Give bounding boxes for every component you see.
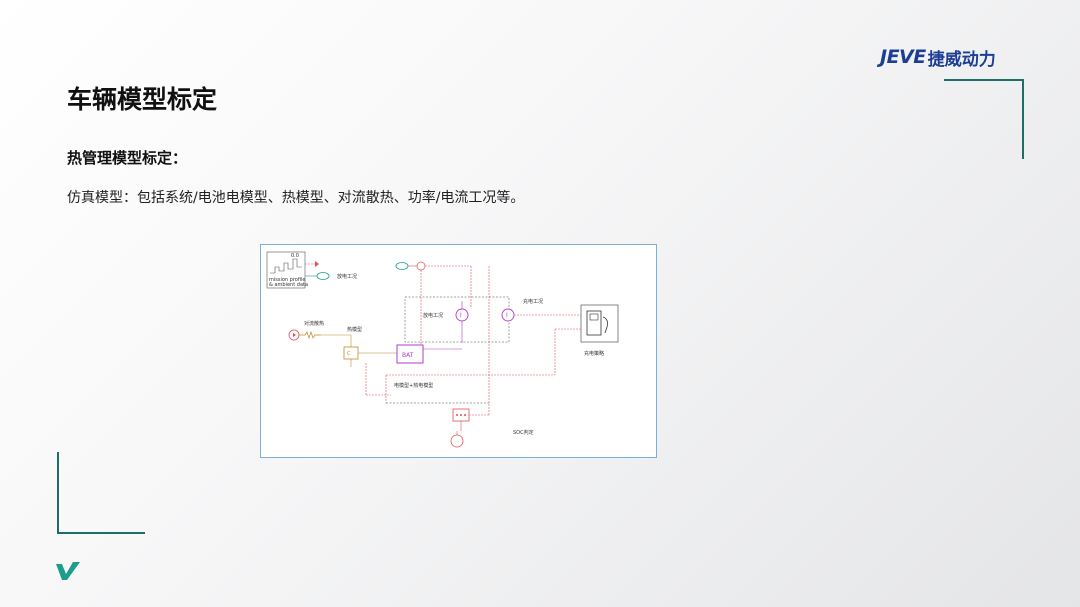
convection-label: 对流散热 xyxy=(304,320,324,327)
slide-description: 仿真模型：包括系统/电池电模型、热模型、对流散热、功率/电流工况等。 xyxy=(67,190,525,206)
company-logo: JEVE 捷威动力 xyxy=(880,44,1030,70)
decorative-corner-top-right xyxy=(944,79,1024,159)
slide-title: 车辆模型标定 xyxy=(67,85,218,114)
brand-check-icon xyxy=(56,562,80,580)
electro-thermal-block xyxy=(452,408,470,422)
simulation-model-diagram: mission profile & ambient data 0.0 放电工况 … xyxy=(260,244,657,458)
drive-cycle-label: 放电工况 xyxy=(337,273,357,280)
battery-block: BAT xyxy=(396,344,424,364)
logo-latin-text: JEVE xyxy=(880,46,926,68)
thermal-model-label: 热模型 xyxy=(347,326,362,333)
mission-label-line1: mission profile xyxy=(269,277,305,283)
soc-label: SOC判定 xyxy=(513,429,534,436)
soc-sensor-icon xyxy=(450,434,464,448)
convection-block: 对流散热 xyxy=(288,320,324,341)
drive-cycle-connector-icon xyxy=(316,272,330,280)
charge-current-source: I 充电工况 xyxy=(501,298,581,322)
mission-profile-block: mission profile & ambient data 0.0 xyxy=(266,251,308,289)
charge-cycle-label: 充电工况 xyxy=(523,298,543,305)
slide-subtitle: 热管理模型标定： xyxy=(67,149,188,167)
decorative-corner-bottom-left xyxy=(57,452,145,534)
electro-thermal-label: 电模型+热电模型 xyxy=(394,382,433,389)
top-connector-icon xyxy=(395,262,409,270)
charger-block: 充电策略 xyxy=(580,304,619,357)
discharge-current-source: I 放电工况 xyxy=(423,301,469,343)
svg-text:C: C xyxy=(347,351,351,357)
mission-icon-text: 0.0 xyxy=(291,253,299,259)
charge-current-symbol: I xyxy=(506,312,508,319)
charger-label: 充电策略 xyxy=(584,350,604,357)
discharge-current-symbol: I xyxy=(460,312,462,319)
discharge-cycle-label: 放电工况 xyxy=(423,312,443,319)
battery-label: BAT xyxy=(402,352,414,359)
thermal-model-block: C 热模型 xyxy=(343,326,362,367)
mission-label-line2: & ambient data xyxy=(269,282,308,288)
top-sum-node-icon xyxy=(416,261,426,271)
model-schematic: mission profile & ambient data 0.0 放电工况 … xyxy=(266,251,619,448)
logo-chinese-text: 捷威动力 xyxy=(927,49,996,70)
